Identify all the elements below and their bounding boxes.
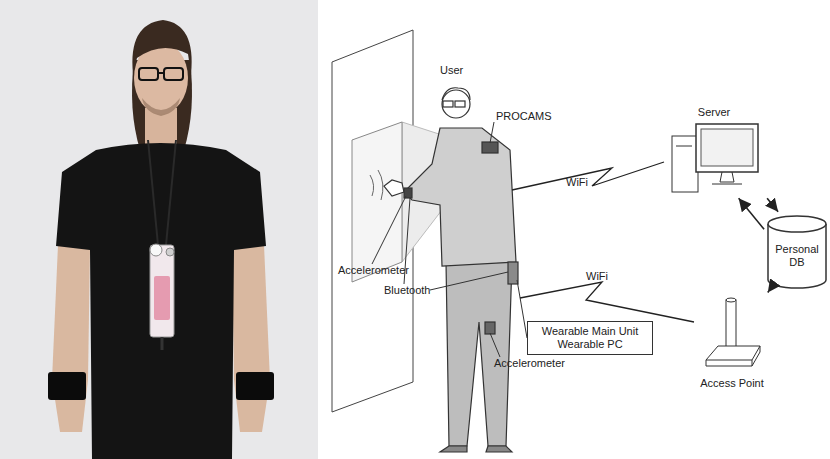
- data-arrow: [739, 198, 764, 229]
- node-label: Wearable Main Unit: [542, 325, 638, 338]
- part-label: Accelerometer: [494, 357, 565, 370]
- part-label: WiFi: [586, 270, 608, 283]
- part-label: Bluetooth: [384, 284, 430, 297]
- node-shape: [690, 294, 774, 390]
- node-shape: [662, 106, 766, 196]
- access-point-node: Access Point: [690, 294, 774, 390]
- leader-lines: [372, 122, 527, 357]
- wifi-link: [512, 162, 694, 322]
- part-label: PROCAMS: [496, 110, 552, 123]
- photo-panel: [0, 0, 318, 459]
- server-node: Server: [662, 106, 766, 196]
- part-label: Accelerometer: [338, 264, 409, 277]
- node-label: Access Point: [700, 377, 764, 390]
- database-cylinder: Personal DB: [766, 214, 828, 290]
- data-arrow: [767, 198, 778, 211]
- node-label: Server: [698, 106, 730, 119]
- node-label: Personal DB: [770, 243, 824, 269]
- node-label: Wearable PC: [557, 338, 622, 351]
- unit-box: Wearable Main UnitWearable PC: [527, 321, 653, 355]
- data-arrow: [767, 291, 769, 293]
- part-label: User: [440, 64, 463, 77]
- part-label: WiFi: [566, 176, 588, 189]
